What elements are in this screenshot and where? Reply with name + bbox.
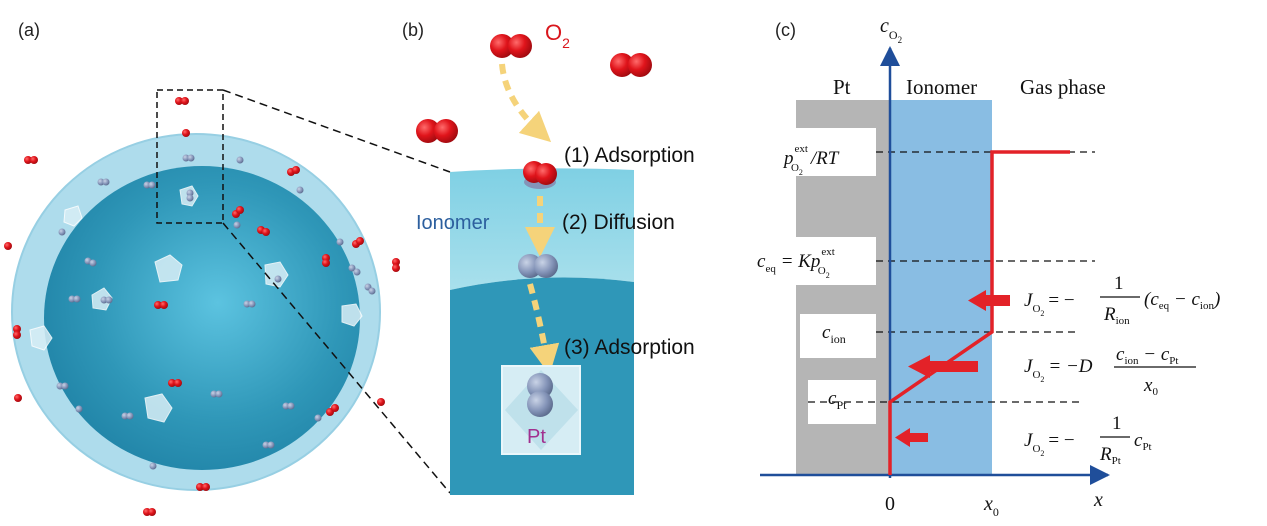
gas-o2-b	[416, 34, 652, 143]
svg-text:cPt: cPt	[1134, 430, 1152, 453]
gas-o2-molecules	[4, 97, 400, 516]
x-tick-zero: 0	[885, 493, 895, 515]
adsorbed-o2-pt-atom	[527, 373, 553, 399]
x-axis-label: x	[1093, 489, 1103, 511]
diffusing-o2-atom	[534, 254, 558, 278]
zoom-line-bottom	[222, 222, 451, 494]
carbon-core	[44, 166, 360, 470]
panel-c: (c) Pt Ionomer Gas phase	[757, 15, 1220, 519]
svg-text:JO2= −: JO2= −	[1024, 290, 1075, 318]
svg-text:1: 1	[1112, 413, 1122, 434]
svg-text:Rion: Rion	[1103, 304, 1130, 327]
flux-arrow-eq2	[908, 355, 978, 378]
ionomer-label-b: Ionomer	[416, 212, 490, 234]
flux-arrow-eq1	[968, 290, 1010, 311]
x-tick-x0: x0	[983, 493, 999, 519]
pt-label-b: Pt	[527, 426, 546, 448]
svg-text:JO2= −: JO2= −	[1024, 430, 1075, 458]
equation-1: JO2= − 1 Rion (ceq − cion)	[1024, 273, 1220, 327]
adsorption-path-1	[499, 63, 552, 143]
adsorbed-o2-pt-atom	[527, 391, 553, 417]
zoom-box	[156, 89, 224, 224]
ionomer-region	[890, 100, 992, 475]
panel-b: (b) O2 Pt Ionomer (1) Adsorption (2) Dif…	[402, 20, 695, 495]
svg-text:JO2= −D: JO2= −D	[1024, 356, 1093, 384]
o2-atom	[535, 163, 557, 185]
region-pt: Pt	[833, 75, 851, 99]
level-c-ion: cion	[822, 322, 846, 346]
level-label-boxes	[760, 128, 876, 424]
panel-c-label: (c)	[775, 20, 796, 40]
svg-text:(ceq − cion): (ceq − cion)	[1144, 289, 1220, 312]
o2-label: O2	[545, 20, 570, 51]
zoom-line-top	[222, 89, 451, 173]
region-ionomer: Ionomer	[906, 75, 977, 99]
adsorption-path-3	[527, 283, 560, 375]
concentration-profile	[888, 150, 1070, 475]
equation-2: JO2= −D cion − cPt x0	[1024, 344, 1196, 398]
svg-text:1: 1	[1114, 273, 1124, 294]
equation-3: JO2= − 1 RPt cPt	[1024, 413, 1152, 467]
region-gas-phase: Gas phase	[1020, 75, 1106, 99]
svg-text:RPt: RPt	[1099, 444, 1121, 467]
flux-arrow-eq3	[895, 428, 928, 447]
pt-particles	[29, 185, 363, 423]
step-3-label: (3) Adsorption	[564, 336, 695, 359]
svg-text:cion − cPt: cion − cPt	[1116, 344, 1178, 367]
panel-a: (a)	[4, 20, 451, 516]
level-c-pt: cPt	[828, 388, 847, 412]
step-2-label: (2) Diffusion	[562, 211, 675, 234]
adsorbed-o2-molecules	[56, 154, 376, 470]
panel-b-label: (b)	[402, 20, 424, 40]
svg-text:x0: x0	[1143, 375, 1158, 398]
flux-arrows	[895, 290, 1010, 447]
step-1-label: (1) Adsorption	[564, 144, 695, 167]
y-axis-label: cO2	[880, 15, 902, 45]
panel-a-label: (a)	[18, 20, 40, 40]
